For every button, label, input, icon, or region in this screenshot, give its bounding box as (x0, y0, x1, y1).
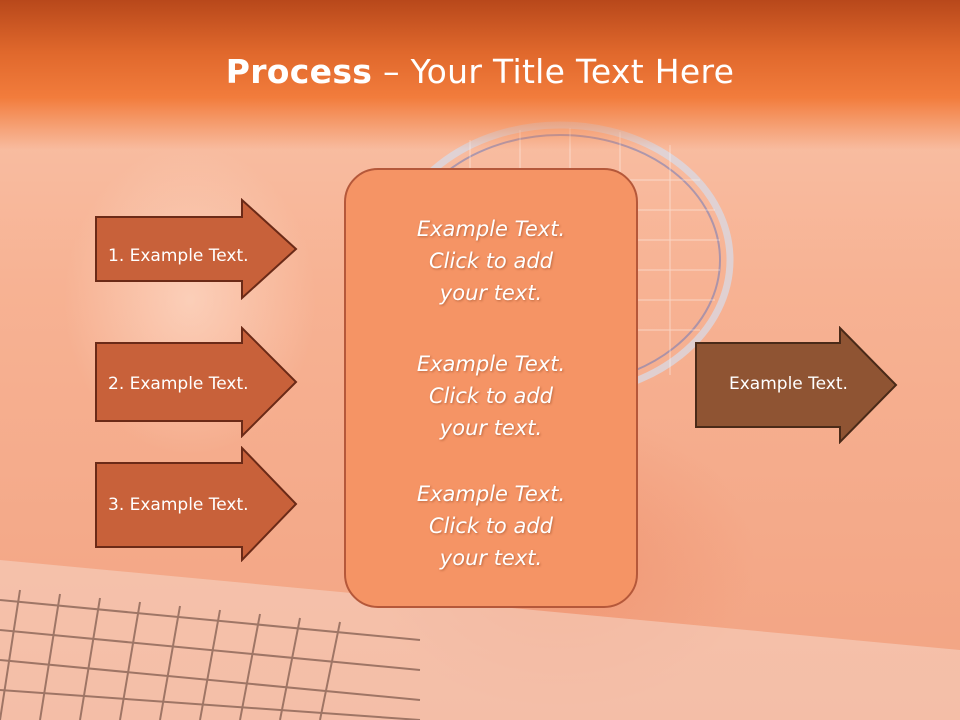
center-block-3-line3: your text. (439, 546, 543, 570)
center-text-box[interactable] (344, 168, 638, 608)
result-arrow-label: Example Text. (729, 374, 848, 394)
step-2-label: 2. Example Text. (108, 374, 249, 394)
center-block-3-line1: Example Text. (416, 482, 566, 506)
center-block-1-line3: your text. (439, 281, 543, 305)
center-block-3-line2: Click to add (428, 514, 553, 538)
center-block-2-line2: Click to add (428, 384, 553, 408)
slide-title: Process – Your Title Text Here (0, 52, 960, 91)
title-bold-part: Process (225, 52, 373, 91)
center-block-2-line1: Example Text. (416, 352, 566, 376)
result-arrow[interactable] (694, 326, 900, 444)
title-banner (0, 0, 960, 150)
step-1-label: 1. Example Text. (108, 246, 249, 266)
title-rest-part: – Your Title Text Here (372, 52, 735, 91)
step-3-label: 3. Example Text. (108, 495, 249, 515)
step-arrow-1[interactable] (94, 198, 300, 300)
center-block-2-line3: your text. (439, 416, 543, 440)
step-arrow-3[interactable] (94, 446, 300, 562)
center-block-1-line2: Click to add (428, 249, 553, 273)
step-arrow-2[interactable] (94, 326, 300, 438)
center-block-1-line1: Example Text. (416, 217, 566, 241)
center-block-3: Example Text. Click to add your text. (344, 478, 638, 574)
center-block-1: Example Text. Click to add your text. (344, 213, 638, 309)
center-block-2: Example Text. Click to add your text. (344, 348, 638, 444)
